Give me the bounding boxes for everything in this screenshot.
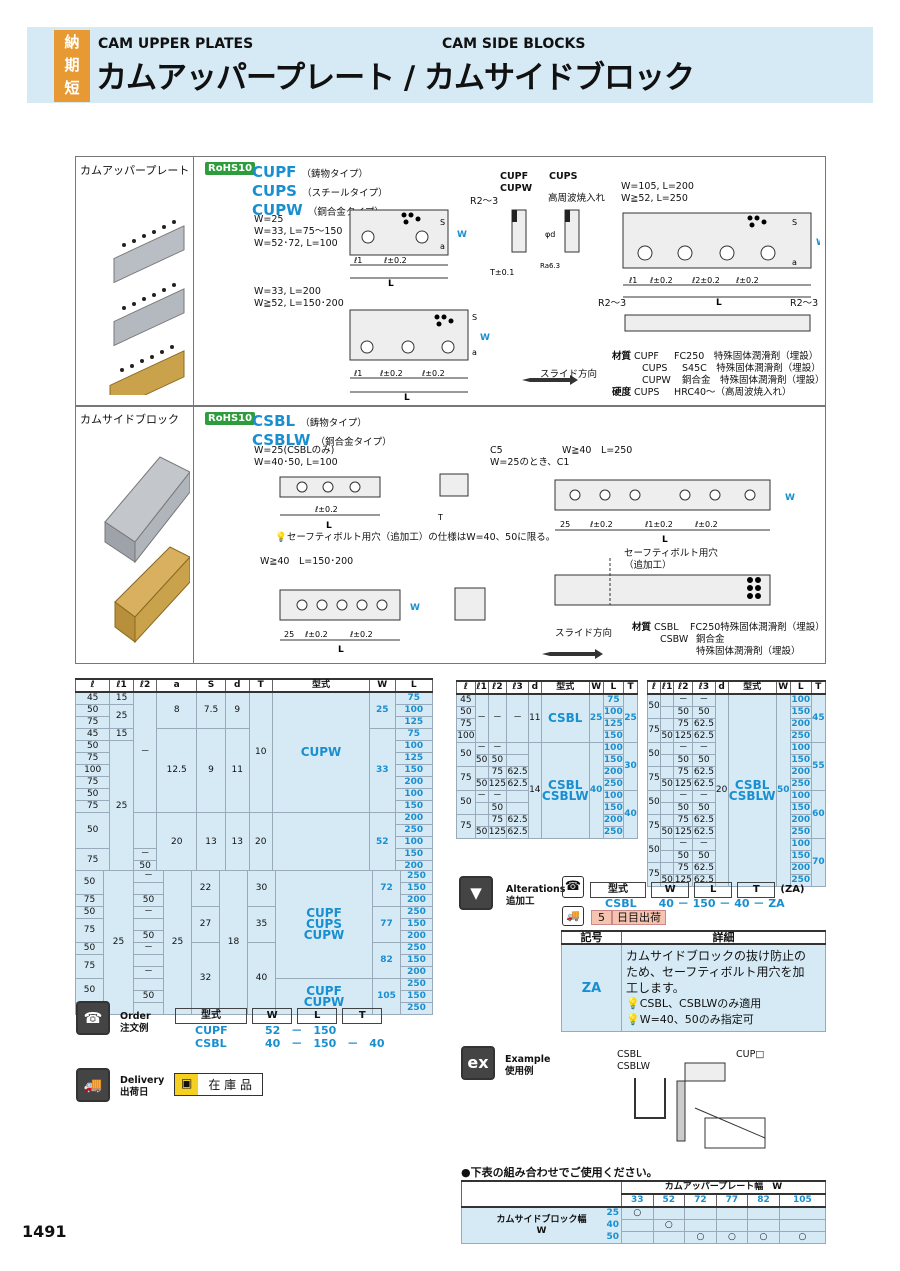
side-block-codes: CSBL （鋳物タイプ） CSBLW （銅合金タイプ） (252, 412, 392, 449)
phone-icon: ☎ (562, 876, 584, 898)
svg-text:ℓ±0.2: ℓ±0.2 (349, 630, 373, 639)
svg-text:ℓ±0.2: ℓ±0.2 (694, 520, 718, 529)
svg-text:W: W (785, 493, 795, 503)
side-block-photos (104, 456, 190, 644)
upper-plate-section (75, 156, 826, 406)
svg-text:a: a (472, 348, 477, 357)
svg-text:ℓ±0.2: ℓ±0.2 (649, 276, 673, 285)
stock-badge: ▣在 庫 品 (174, 1073, 263, 1096)
alterations-icon: ▼ (459, 876, 493, 910)
short-delivery-tag: 納期短 (54, 30, 90, 102)
svg-text:L: L (326, 521, 332, 531)
alterations-table: 記号詳細 ZA カムサイドブロックの抜け防止のため、セーフティボルト用穴を加工し… (561, 930, 826, 1032)
example-drawing (634, 1062, 766, 1149)
svg-text:S: S (792, 218, 797, 227)
svg-text:S: S (472, 313, 477, 322)
svg-text:ℓ1: ℓ1 (353, 256, 362, 265)
svg-text:ℓ1: ℓ1 (628, 276, 637, 285)
svg-text:T±0.1: T±0.1 (489, 268, 514, 277)
svg-text:ℓ2±0.2: ℓ2±0.2 (691, 276, 720, 285)
order-phone-icon: ☎ (76, 1001, 110, 1035)
side-note-1: W=25(CSBLのみ)W=40･50, L=100 (254, 445, 338, 468)
svg-text:a: a (792, 258, 797, 267)
svg-text:ℓ±0.2: ℓ±0.2 (589, 520, 613, 529)
side-note-2: W≧40 L=150･200 (260, 556, 354, 567)
svg-text:ℓ±0.2: ℓ±0.2 (383, 256, 407, 265)
svg-text:W: W (410, 603, 420, 613)
page-title: カムアッパープレート / カムサイドブロック (96, 60, 695, 96)
svg-text:ℓ±0.2: ℓ±0.2 (304, 630, 328, 639)
svg-text:L: L (338, 645, 344, 655)
svg-text:L: L (662, 535, 668, 545)
svg-text:φd: φd (545, 230, 555, 239)
order-fields: 型式 W L T (175, 1003, 383, 1024)
svg-text:a: a (440, 242, 445, 251)
truck-icon: 🚚 (562, 906, 584, 926)
delivery-truck-icon: 🚚 (76, 1068, 110, 1102)
svg-text:ℓ±0.2: ℓ±0.2 (314, 505, 338, 514)
slide-direction-label: スライド方向 (540, 369, 598, 380)
box-icon: ▣ (175, 1074, 199, 1095)
svg-text:W: W (816, 238, 820, 248)
title-en-side-blocks: CAM SIDE BLOCKS (442, 36, 586, 52)
safety-note: 💡セーフティボルト用穴（追加工）の仕様はW=40、50に限る。 (275, 532, 556, 543)
svg-text:W: W (457, 230, 467, 240)
header-band (27, 27, 873, 103)
svg-text:ℓ1±0.2: ℓ1±0.2 (644, 520, 673, 529)
side-block-label: カムサイドブロック (80, 413, 179, 426)
rohs-badge-side: RoHS10 (205, 412, 256, 425)
svg-text:ℓ±0.2: ℓ±0.2 (421, 369, 445, 378)
upper-plate-photos (109, 220, 185, 395)
svg-text:W: W (480, 333, 490, 343)
alterations-order-fields: 型式 W L T (ZA) (590, 877, 805, 898)
svg-text:ℓ±0.2: ℓ±0.2 (735, 276, 759, 285)
alterations-example: CSBL 40 － 150 － 40 － ZA (605, 897, 785, 910)
svg-text:L: L (388, 279, 394, 289)
upper-plate-codes: CUPF （鋳物タイプ） CUPS （スチールタイプ） CUPW （銅合金タイプ… (252, 163, 388, 219)
svg-text:L: L (404, 393, 410, 403)
svg-text:ℓ±0.2: ℓ±0.2 (379, 369, 403, 378)
rohs-badge: RoHS10 (205, 162, 256, 175)
title-en-upper-plates: CAM UPPER PLATES (98, 36, 254, 52)
svg-text:T: T (437, 513, 443, 522)
example-icon: ex (461, 1046, 495, 1080)
svg-text:Ra6.3: Ra6.3 (540, 262, 560, 270)
upper-plate-drawings: Lℓ1 ℓ±0.2 W Sa Lℓ1 ℓ±0.2 ℓ±0.2 W Sa φdT±0.1 Ra… (349, 209, 820, 403)
svg-text:L: L (716, 298, 722, 308)
side-block-section (75, 406, 826, 664)
side-block-drawings: Lℓ±0.2 T L 25 ℓ±0.2 ℓ1±0.2 ℓ±0.2 W L 25 ℓ±0.… (279, 473, 795, 659)
svg-text:S: S (440, 218, 445, 227)
page-number: 1491 (22, 1222, 67, 1241)
svg-text:25: 25 (284, 630, 294, 639)
side-note-3: W≧40 L=250 (562, 445, 633, 456)
upper-plate-label: カムアッパープレート (80, 164, 190, 177)
svg-text:ℓ1: ℓ1 (353, 369, 362, 378)
safety-hole-label: セーフティボルト用穴（追加工） (624, 548, 718, 571)
combo-note: ●下表の組み合わせでご使用ください。 (461, 1166, 658, 1179)
svg-text:25: 25 (560, 520, 570, 529)
